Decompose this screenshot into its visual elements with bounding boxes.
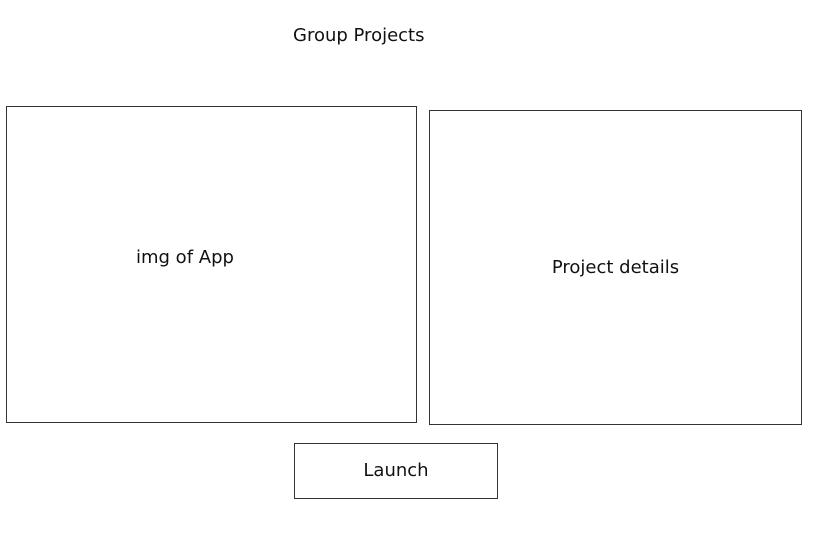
launch-button[interactable]: Launch xyxy=(294,443,498,499)
page-title: Group Projects xyxy=(293,25,425,46)
project-details-panel: Project details xyxy=(429,110,802,425)
app-image-placeholder: img of App xyxy=(6,106,417,423)
project-details-label: Project details xyxy=(551,256,680,278)
app-image-label: img of App xyxy=(136,247,234,268)
launch-button-label: Launch xyxy=(363,460,429,481)
